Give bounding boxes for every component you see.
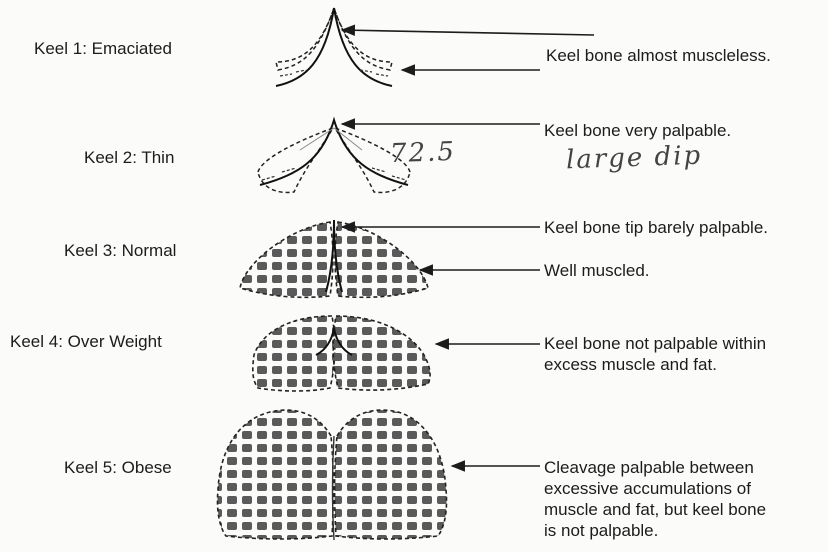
keel-1-illustration xyxy=(276,8,392,86)
handwritten-weight-note: 72.5 xyxy=(389,137,456,169)
keel-3-illustration xyxy=(240,220,428,297)
keel-2-description: Keel bone very palpable. xyxy=(544,120,731,141)
keel-4-illustration xyxy=(253,316,430,391)
keel-5-description: Cleavage palpable between excessive accu… xyxy=(544,457,766,541)
keel-2-label: Keel 2: Thin xyxy=(84,147,174,168)
keel-4-left-muscle xyxy=(253,316,335,391)
keel-1-label: Keel 1: Emaciated xyxy=(34,38,172,59)
keel-1-description: Keel bone almost muscleless. xyxy=(546,45,771,66)
keel-3-description-tip: Keel bone tip barely palpable. xyxy=(544,217,768,238)
keel-4-description: Keel bone not palpable within excess mus… xyxy=(544,333,766,375)
keel-3-left-muscle xyxy=(240,222,333,297)
keel-2-illustration xyxy=(258,120,410,192)
keel-3-description-muscle: Well muscled. xyxy=(544,260,650,281)
keel-4-label: Keel 4: Over Weight xyxy=(10,331,162,352)
keel-5-illustration xyxy=(217,410,446,540)
keel-2-bone xyxy=(260,120,408,185)
keel-1-bone xyxy=(276,8,392,86)
keel-5-label: Keel 5: Obese xyxy=(64,457,172,478)
keel-5-right-muscle xyxy=(335,410,447,539)
keel-3-right-muscle xyxy=(335,222,428,297)
keel-5-left-muscle xyxy=(217,410,333,539)
arrow-keel-1-tip xyxy=(342,30,594,35)
keel-3-label: Keel 3: Normal xyxy=(64,240,176,261)
handwritten-dip-note: large dip xyxy=(566,141,703,176)
